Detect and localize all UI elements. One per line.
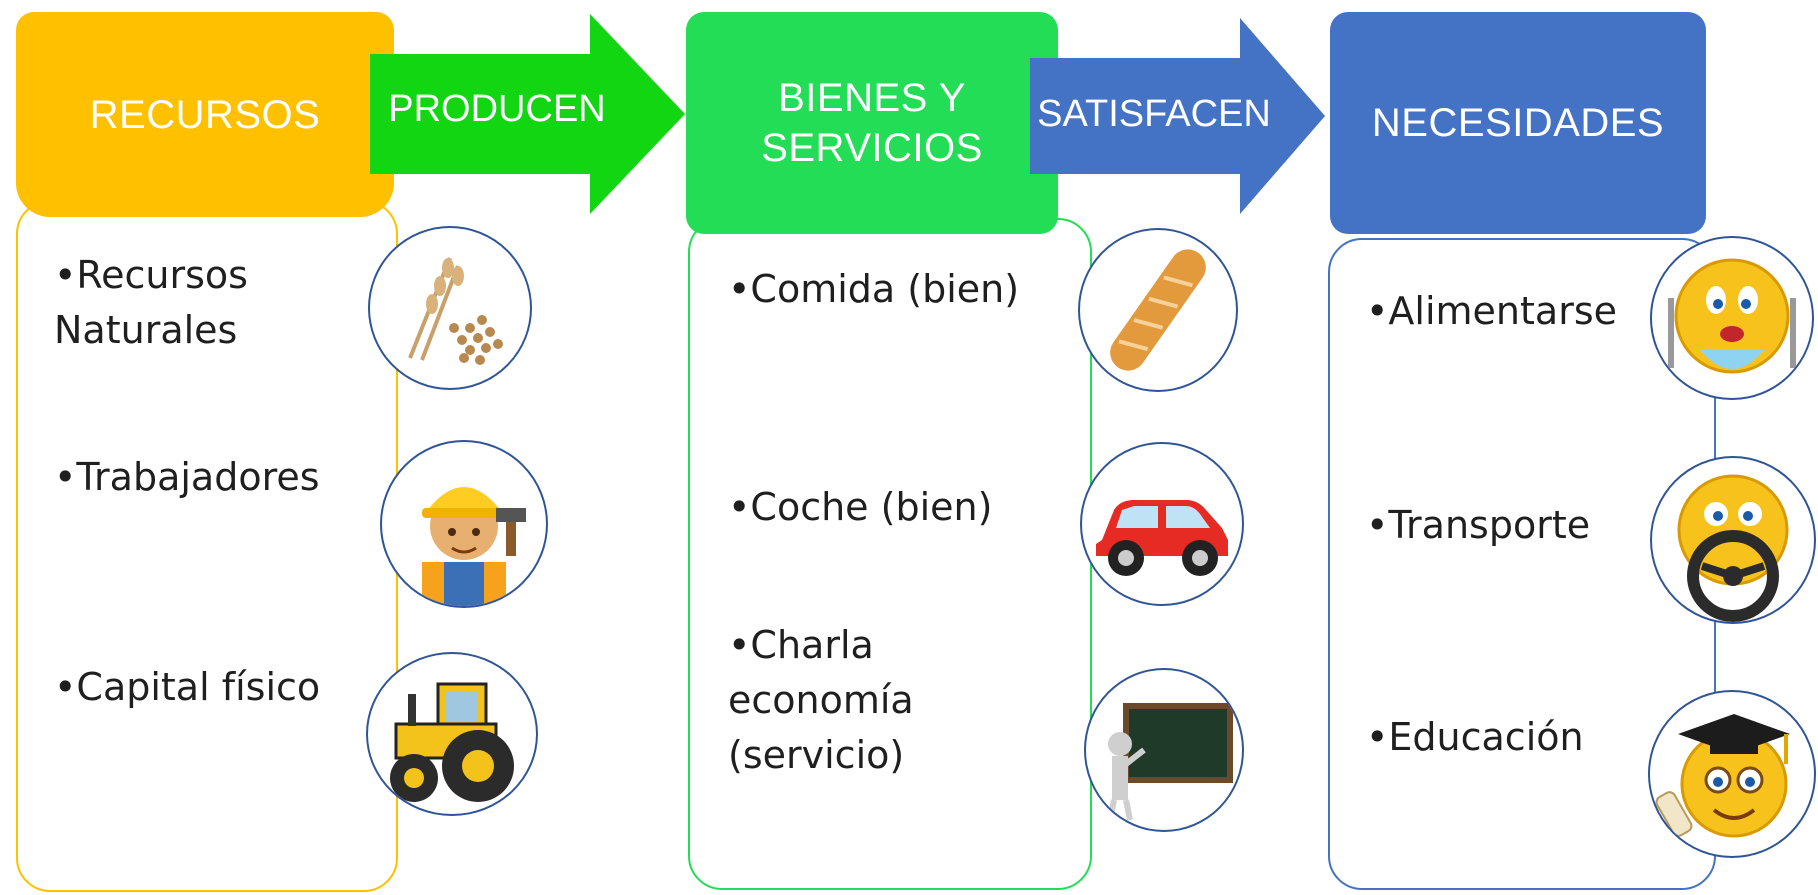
construction-worker-icon [380,440,548,608]
bienes-panel [688,218,1092,890]
list-item-recursos-naturales: •Recursos Naturales [54,253,248,353]
wheat-grain-icon [368,226,532,390]
necesidades-header: NECESIDADES [1330,12,1706,234]
list-item-coche: •Coche (bien) [728,485,993,529]
driving-emoji-icon [1650,456,1816,624]
bread-icon [1078,228,1238,392]
list-item-capital-fisico: •Capital físico [54,665,321,709]
producen-label: PRODUCEN [388,87,606,130]
list-item-educacion: •Educación [1366,715,1584,759]
list-item-transporte: •Transporte [1366,503,1591,547]
tractor-icon [366,652,538,816]
list-item-alimentarse: •Alimentarse [1366,289,1617,333]
eating-emoji-icon [1650,236,1814,400]
producen-arrow [370,14,685,214]
graduate-emoji-icon [1648,690,1816,858]
satisfacen-arrow [1030,18,1325,214]
list-item-charla: •Charla economía (servicio) [728,623,914,778]
satisfacen-label: SATISFACEN [1037,92,1271,135]
list-item-trabajadores: •Trabajadores [54,455,320,499]
recursos-header: RECURSOS [16,12,394,217]
recursos-panel [16,200,398,892]
bienes-header: BIENES Y SERVICIOS [686,12,1058,234]
car-icon [1080,442,1244,606]
teacher-blackboard-icon [1084,668,1244,832]
list-item-comida: •Comida (bien) [728,267,1020,311]
